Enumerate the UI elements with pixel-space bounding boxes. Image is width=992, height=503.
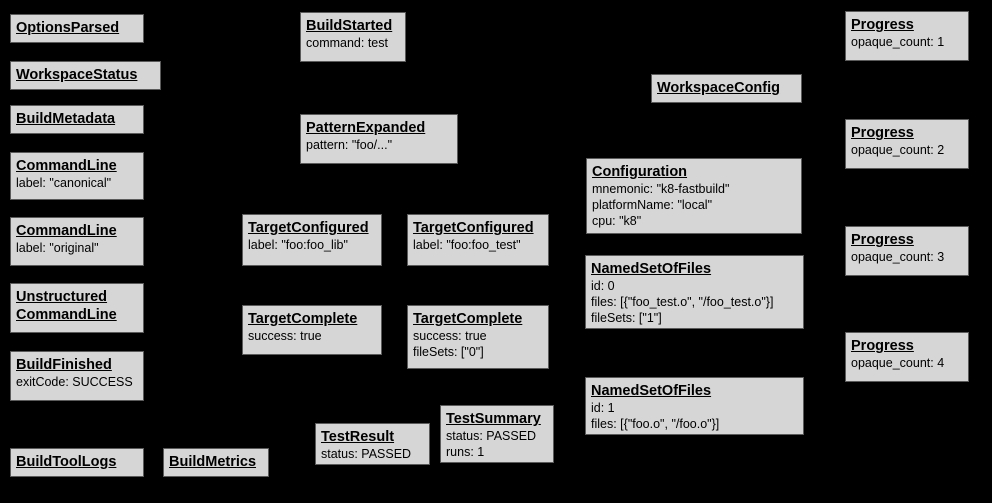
event-node-title: PatternExpanded xyxy=(306,120,426,136)
event-node-pattern-expanded: PatternExpanded pattern: "foo/..." xyxy=(300,114,458,164)
event-node-detail-line: success: true xyxy=(248,329,322,343)
event-node-build-finished: BuildFinished exitCode: SUCCESS xyxy=(10,351,144,401)
event-node-progress-4: Progress opaque_count: 4 xyxy=(845,332,969,382)
event-node-title: TargetComplete xyxy=(413,311,523,327)
event-node-target-complete-foo-test: TargetComplete success: true fileSets: ["0… xyxy=(407,305,549,369)
event-node-title: CommandLine xyxy=(16,223,117,239)
event-node-named-set-of-files-0: NamedSetOfFiles id: 0 files: [{"foo_test.o… xyxy=(585,255,804,329)
event-node-title: Configuration xyxy=(592,164,688,180)
event-node-detail-line: command: test xyxy=(306,36,388,50)
event-node-command-line-canonical: CommandLine label: "canonical" xyxy=(10,152,144,200)
event-node-title: TestSummary xyxy=(446,411,541,427)
event-node-title: Progress xyxy=(851,125,914,141)
event-node-detail-line: opaque_count: 3 xyxy=(851,250,945,264)
event-node-configuration: Configuration mnemonic: "k8-fastbuild" pla… xyxy=(586,158,802,234)
event-node-detail-line: label: "canonical" xyxy=(16,176,112,190)
event-node-detail-line: mnemonic: "k8-fastbuild" xyxy=(592,182,730,196)
event-node-title: NamedSetOfFiles xyxy=(591,261,712,277)
event-node-detail-line: fileSets: ["0"] xyxy=(413,345,484,359)
event-node-title: TargetComplete xyxy=(248,311,358,327)
event-node-detail-line: fileSets: ["1"] xyxy=(591,311,662,325)
event-node-detail-line: exitCode: SUCCESS xyxy=(16,375,133,389)
event-node-detail-line: label: "foo:foo_test" xyxy=(413,238,521,252)
event-node-detail-line: files: [{"foo_test.o", "/foo_test.o"}] xyxy=(591,295,774,309)
event-node-title: TestResult xyxy=(321,429,395,445)
event-node-build-metrics: BuildMetrics xyxy=(163,448,269,477)
event-node-target-configured-foo-test: TargetConfigured label: "foo:foo_test" xyxy=(407,214,549,266)
event-node-workspace-status: WorkspaceStatus xyxy=(10,61,161,90)
event-node-progress-2: Progress opaque_count: 2 xyxy=(845,119,969,169)
event-node-detail-line: opaque_count: 4 xyxy=(851,356,945,370)
event-node-detail-line: runs: 1 xyxy=(446,445,485,459)
event-node-detail-line: opaque_count: 2 xyxy=(851,143,945,157)
event-node-detail-line: id: 1 xyxy=(591,401,615,415)
event-node-progress-1: Progress opaque_count: 1 xyxy=(845,11,969,61)
event-node-build-metadata: BuildMetadata xyxy=(10,105,144,134)
event-node-title: Unstructured CommandLine xyxy=(16,289,117,323)
event-node-title: WorkspaceStatus xyxy=(16,67,138,83)
event-node-detail-line: status: PASSED xyxy=(446,429,537,443)
event-node-detail-line: opaque_count: 1 xyxy=(851,35,945,49)
event-node-title: TargetConfigured xyxy=(248,220,369,236)
event-node-command-line-original: CommandLine label: "original" xyxy=(10,217,144,266)
event-node-title: BuildFinished xyxy=(16,357,112,373)
event-node-test-result: TestResult status: PASSED xyxy=(315,423,430,465)
event-node-title: WorkspaceConfig xyxy=(657,80,781,96)
event-node-title: NamedSetOfFiles xyxy=(591,383,712,399)
event-node-title: TargetConfigured xyxy=(413,220,534,236)
event-node-title: Progress xyxy=(851,17,914,33)
event-node-progress-3: Progress opaque_count: 3 xyxy=(845,226,969,276)
event-node-detail-line: platformName: "local" xyxy=(592,198,713,212)
event-node-title: BuildMetrics xyxy=(169,454,257,470)
event-node-named-set-of-files-1: NamedSetOfFiles id: 1 files: [{"foo.o", "/… xyxy=(585,377,804,435)
event-node-target-complete-foo-lib: TargetComplete success: true xyxy=(242,305,382,355)
event-node-workspace-config: WorkspaceConfig xyxy=(651,74,802,103)
event-node-title: Progress xyxy=(851,338,914,354)
event-node-detail-line: pattern: "foo/..." xyxy=(306,138,393,152)
event-node-title: BuildMetadata xyxy=(16,111,116,127)
event-node-target-configured-foo-lib: TargetConfigured label: "foo:foo_lib" xyxy=(242,214,382,266)
event-node-detail-line: status: PASSED xyxy=(321,447,412,461)
event-node-title: OptionsParsed xyxy=(16,20,120,36)
event-node-detail-line: label: "original" xyxy=(16,241,99,255)
event-node-unstructured-command-line: Unstructured CommandLine xyxy=(10,283,144,333)
event-node-detail-line: label: "foo:foo_lib" xyxy=(248,238,348,252)
event-node-test-summary: TestSummary status: PASSED runs: 1 xyxy=(440,405,554,463)
event-node-options-parsed: OptionsParsed xyxy=(10,14,144,43)
event-node-title: Progress xyxy=(851,232,914,248)
event-node-detail-line: cpu: "k8" xyxy=(592,214,642,228)
event-node-build-started: BuildStarted command: test xyxy=(300,12,406,62)
event-node-detail-line: id: 0 xyxy=(591,279,615,293)
event-node-build-tool-logs: BuildToolLogs xyxy=(10,448,144,477)
event-node-detail-line: success: true xyxy=(413,329,487,343)
event-node-title: CommandLine xyxy=(16,158,117,174)
event-node-detail-line: files: [{"foo.o", "/foo.o"}] xyxy=(591,417,720,431)
event-node-title: BuildStarted xyxy=(306,18,393,34)
event-node-title: BuildToolLogs xyxy=(16,454,117,470)
